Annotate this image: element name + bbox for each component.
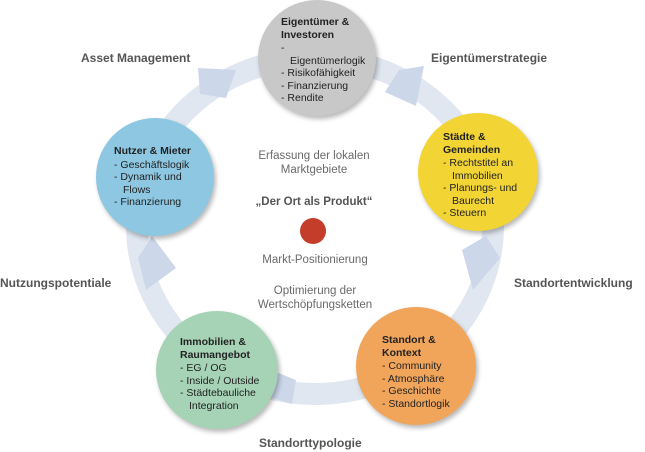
cycle-arrow: [462, 236, 500, 290]
node-item: Eigentümerlogik: [281, 42, 365, 67]
center-dot: [300, 218, 326, 244]
center-slogan: „Der Ort als Produkt“: [255, 196, 373, 208]
node-item: Rendite: [281, 92, 361, 105]
node-title: Standort & Kontext: [382, 334, 436, 359]
node-title: Nutzer & Mieter: [114, 145, 192, 157]
label-nutzungspotentiale: Nutzungspotentiale: [0, 276, 112, 290]
node-item: Dynamik und Flows: [114, 171, 198, 196]
location-context-node: Standort & Kontext Community Atmosphäre …: [356, 307, 476, 425]
node-item: EG / OG: [180, 362, 270, 375]
label-standortentwicklung: Standortentwicklung: [514, 276, 633, 290]
center-text-market-areas: Erfassung der lokalen Marktgebiete: [258, 150, 370, 176]
node-item: Finanzierung: [281, 80, 361, 93]
node-item: Rechtstitel an Immobilien: [443, 157, 527, 182]
cycle-arrow: [198, 68, 236, 98]
node-item: Atmosphäre: [382, 373, 464, 386]
label-asset-management: Asset Management: [81, 51, 191, 65]
node-item: Planungs- und Baurecht: [443, 182, 527, 207]
center-text-value-chain: Optimierung der Wertschöpfungsketten: [257, 285, 373, 311]
label-eigentuemerstrategie: Eigentümerstrategie: [431, 51, 548, 65]
node-title: Immobilien & Raumangebot: [180, 336, 251, 361]
node-title: Städte & Gemeinden: [443, 131, 501, 156]
cities-municipalities-node: Städte & Gemeinden Rechtstitel an Immobi…: [418, 113, 538, 231]
center-text-positioning: Markt-Positionierung: [262, 254, 368, 266]
node-item: Standortlogik: [382, 398, 464, 411]
users-tenants-node: Nutzer & Mieter Geschäftslogik Dynamik u…: [96, 118, 214, 236]
node-item: Finanzierung: [114, 196, 198, 209]
cycle-arrow: [385, 66, 424, 106]
node-item: Inside / Outside: [180, 375, 270, 388]
node-item: Städtebauliche Integration: [180, 387, 270, 412]
cycle-arrow: [138, 236, 176, 290]
label-standorttypologie: Standorttypologie: [259, 436, 362, 450]
node-item: Risikofähigkeit: [281, 67, 361, 80]
node-item: Geschichte: [382, 385, 464, 398]
owners-investors-node: Eigentümer & Investoren Eigentümerlogik …: [258, 0, 376, 116]
node-item: Geschäftslogik: [114, 159, 198, 172]
node-item: Community: [382, 360, 464, 373]
node-title: Eigentümer & Investoren: [281, 16, 350, 41]
property-space-node: Immobilien & Raumangebot EG / OG Inside …: [156, 311, 278, 429]
node-item: Steuern: [443, 207, 527, 220]
